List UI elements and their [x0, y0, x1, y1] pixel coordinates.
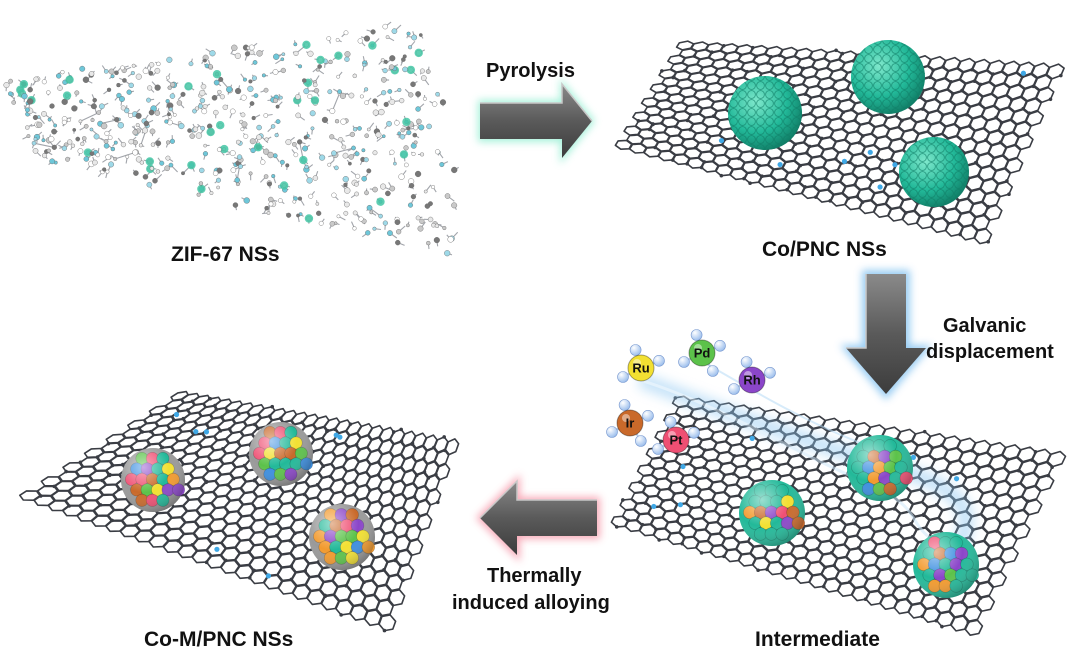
nanoparticle: [847, 435, 913, 501]
co-nanoparticle: [851, 40, 925, 114]
precursor-symbol: Pd: [694, 346, 711, 361]
zif67-label: ZIF-67 NSs: [171, 243, 280, 267]
zif67-framework: [4, 22, 459, 256]
nanoparticle: [739, 480, 805, 546]
alloying-label-line1: Thermally: [487, 565, 581, 588]
nanoparticle: [913, 532, 979, 598]
precursor-ru: Ru: [618, 345, 665, 383]
pyrolysis-label: Pyrolysis: [486, 60, 575, 83]
precursor-pd: Pd: [679, 330, 726, 377]
galvanic-label-line2: displacement: [926, 341, 1054, 364]
precursor-ir: Ir: [607, 400, 654, 447]
precursor-symbol: Pt: [670, 433, 684, 448]
pyrolysis-arrow: [478, 78, 595, 164]
precursor-rh: Rh: [729, 357, 776, 395]
co-m-pnc-label: Co-M/PNC NSs: [144, 628, 293, 652]
galvanic-displacement-arrow: [840, 270, 932, 400]
precursor-symbol: Ru: [632, 361, 649, 376]
galvanic-label-line1: Galvanic: [943, 315, 1026, 338]
co-pnc-label: Co/PNC NSs: [762, 238, 887, 262]
nanoparticle: [309, 504, 375, 570]
nanoparticle: [249, 422, 313, 486]
alloying-label-line2: induced alloying: [452, 592, 610, 615]
precursor-pt: Pt: [653, 417, 700, 455]
co-nanoparticle: [728, 76, 802, 150]
co-nanoparticle: [899, 137, 969, 207]
thermal-alloying-arrow: [476, 474, 600, 562]
precursor-symbol: Rh: [743, 373, 760, 388]
graphene-sheet-co-m-pnc: [20, 392, 459, 633]
graphene-sheet-co-pnc: [615, 41, 1064, 244]
nanoparticle: [121, 448, 185, 512]
precursor-symbol: Ir: [626, 416, 635, 431]
intermediate-label: Intermediate: [755, 628, 880, 652]
